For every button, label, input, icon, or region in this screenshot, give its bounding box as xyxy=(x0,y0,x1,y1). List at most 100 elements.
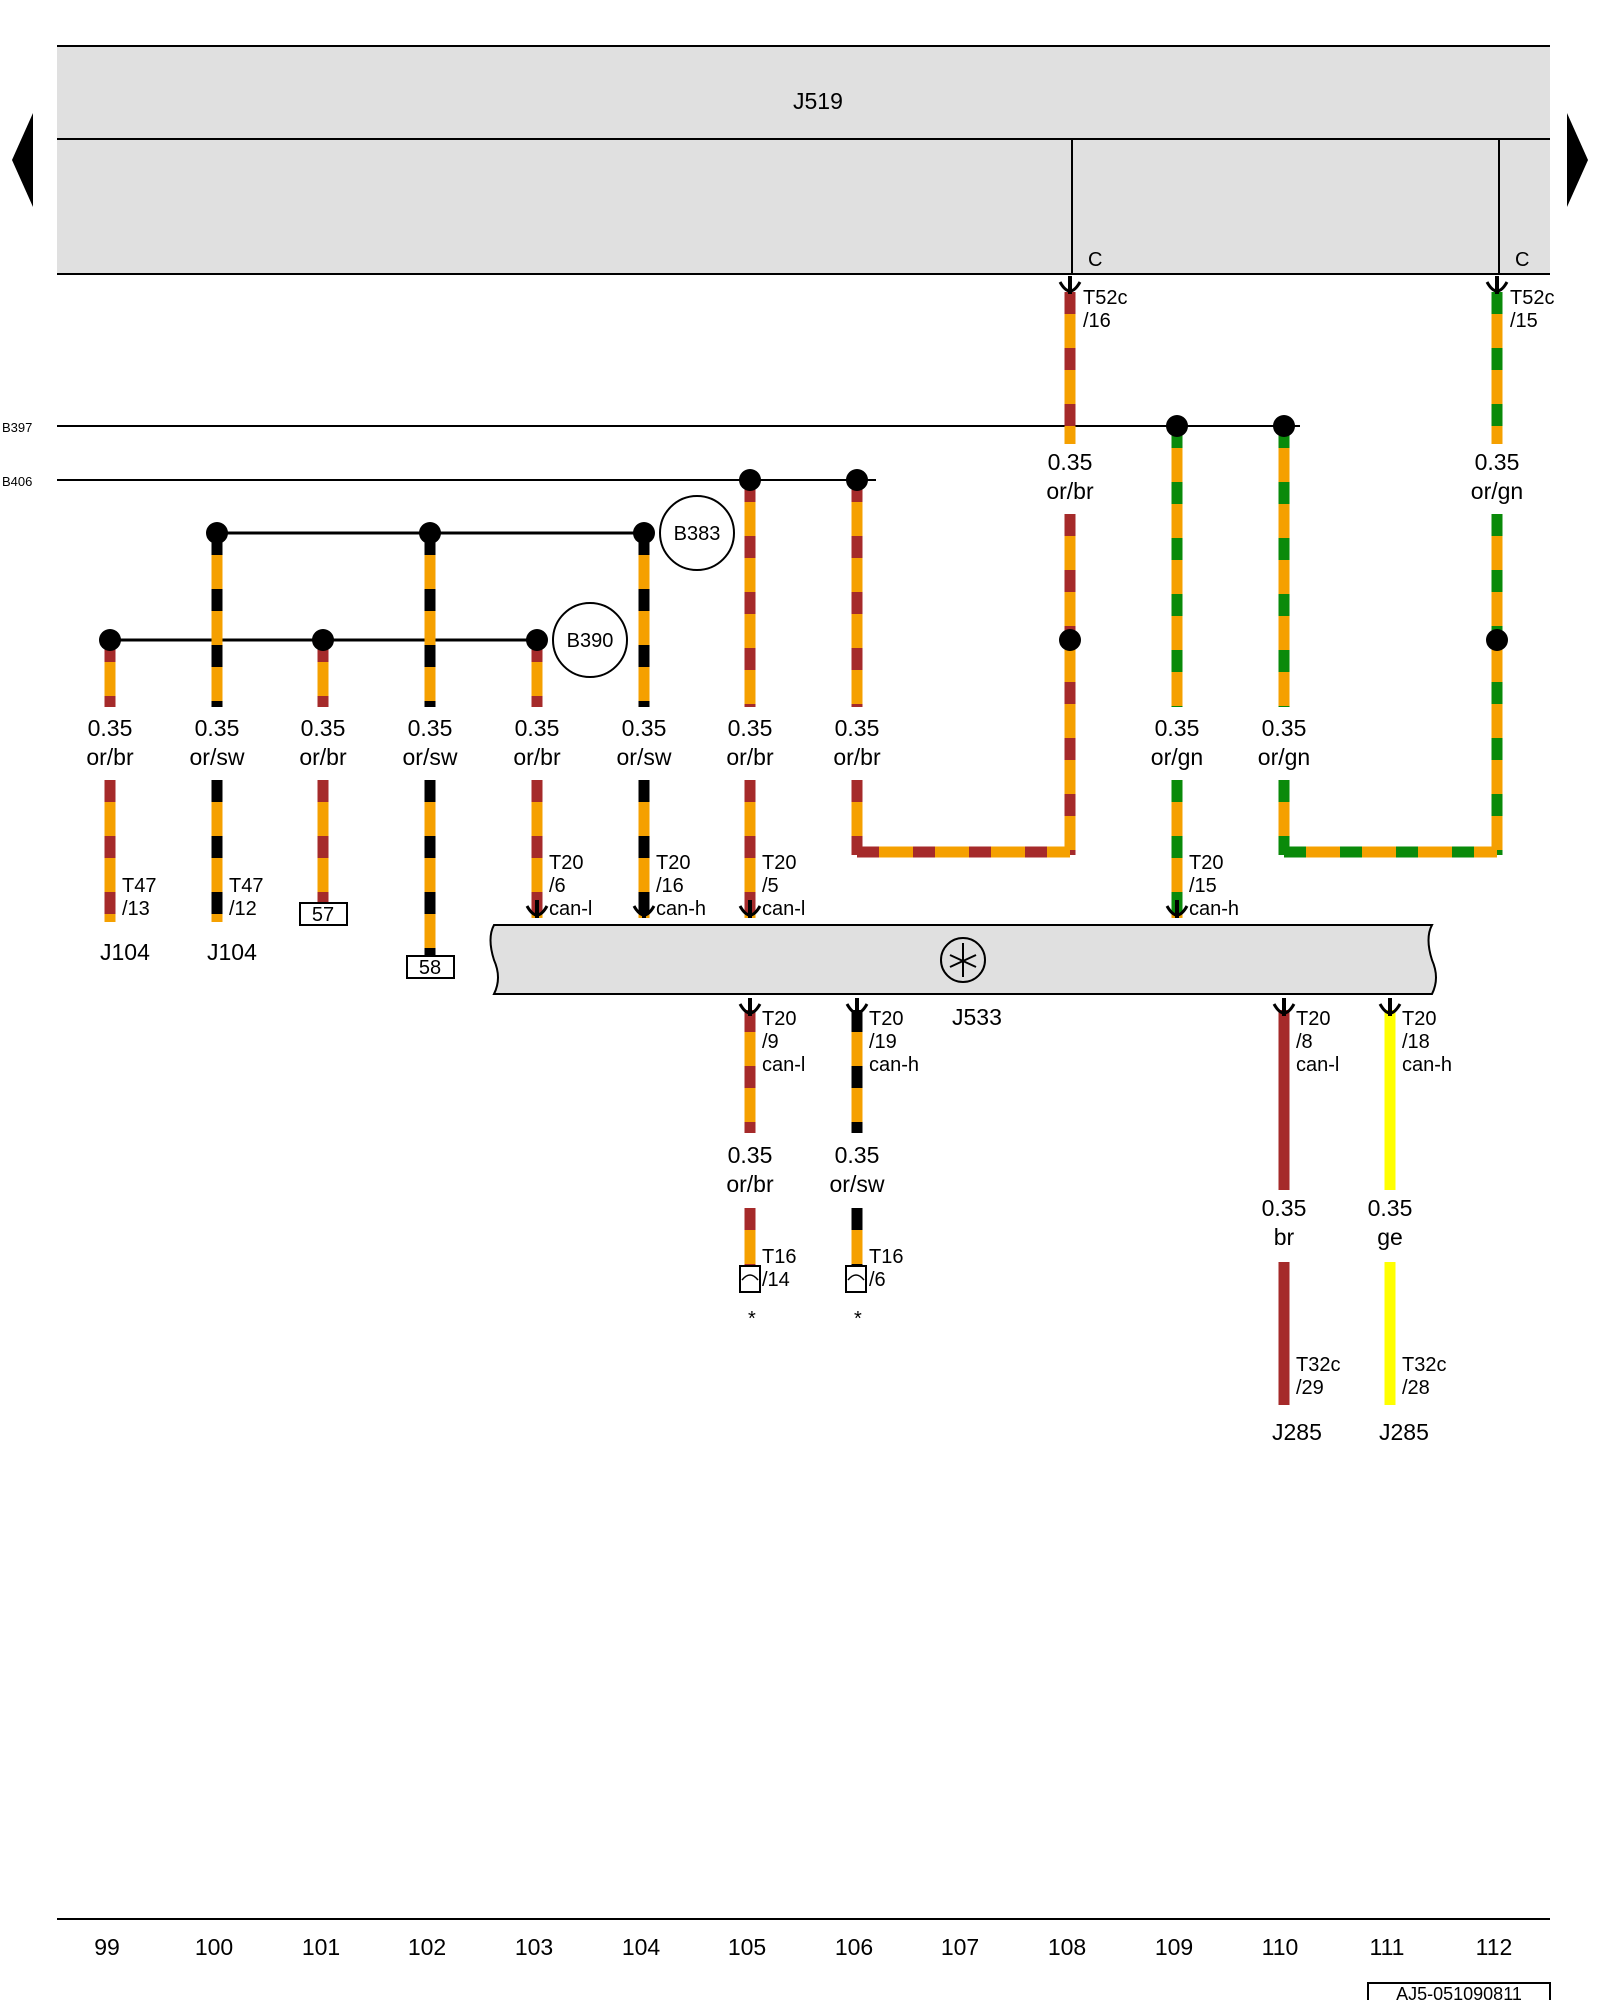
gateway-symbol-icon xyxy=(940,937,986,983)
j519-panel xyxy=(57,46,1550,274)
wire-w104-color-code: or/sw xyxy=(617,744,672,770)
pin-label-p100: T47 xyxy=(229,875,263,897)
pin-label-p106c: /6 xyxy=(869,1269,886,1291)
pin-label-p110c: /29 xyxy=(1296,1377,1324,1399)
column-number: 112 xyxy=(1476,1934,1513,1960)
pin-label-p103: can-l xyxy=(549,898,592,920)
wire-w108-color-code: or/br xyxy=(1046,478,1094,504)
bus-label-b406: B406 xyxy=(2,474,32,489)
splice-label-b390: B390 xyxy=(567,630,614,652)
splice-circle-b390 xyxy=(552,602,628,678)
column-number: 108 xyxy=(1048,1934,1086,1960)
wire-w100-gauge: 0.35 xyxy=(195,715,240,741)
splice-node xyxy=(633,522,655,544)
splice-node xyxy=(206,522,228,544)
pin-label-p104: /16 xyxy=(656,875,684,897)
terminal-label-57: 57 xyxy=(312,904,334,926)
splice-node xyxy=(739,469,761,491)
j533-label: J533 xyxy=(952,1004,1002,1030)
pin-label-p105b: /9 xyxy=(762,1031,779,1053)
column-number: 102 xyxy=(408,1934,446,1960)
column-number: 103 xyxy=(515,1934,553,1960)
wire-w109-color-code: or/gn xyxy=(1151,744,1203,770)
doc-id-box xyxy=(1367,1982,1551,2000)
pin-label-p104: can-h xyxy=(656,898,706,920)
pin-label-p105: T20 xyxy=(762,852,796,874)
pin-label-p112: /15 xyxy=(1510,310,1538,332)
pin-label-p111b: /18 xyxy=(1402,1031,1430,1053)
pin-label-p103: T20 xyxy=(549,852,583,874)
splice-node xyxy=(419,522,441,544)
pin-label-p109: can-h xyxy=(1189,898,1239,920)
pin-label-p112: T52c xyxy=(1510,287,1554,309)
j285-label: J285 xyxy=(1379,1419,1429,1445)
wire-w110b-color-code: br xyxy=(1274,1224,1295,1250)
j104-label: J104 xyxy=(100,939,150,965)
pin-label-p109: /15 xyxy=(1189,875,1217,897)
next-page-arrow-icon[interactable] xyxy=(1567,113,1588,207)
wire-w105b-gauge: 0.35 xyxy=(728,1142,773,1168)
splice-node xyxy=(526,629,548,651)
column-number: 105 xyxy=(728,1934,766,1960)
splice-node xyxy=(1486,629,1508,651)
splice-node xyxy=(1166,415,1188,437)
pin-label-p110b: T20 xyxy=(1296,1008,1330,1030)
wire-w105-color-code: or/br xyxy=(726,744,774,770)
wire-w100-color-code: or/sw xyxy=(190,744,245,770)
wire-w112-gauge: 0.35 xyxy=(1475,449,1520,475)
pin-label-p105b: T20 xyxy=(762,1008,796,1030)
wire-w106-color-code: or/br xyxy=(833,744,881,770)
wire-w103-color-code: or/br xyxy=(513,744,561,770)
wire-w102-color-code: or/sw xyxy=(403,744,458,770)
pin-label-p106c: T16 xyxy=(869,1246,903,1268)
splice-node xyxy=(1273,415,1295,437)
pin-label-p105c: /14 xyxy=(762,1269,790,1291)
pin-label-p111c: /28 xyxy=(1402,1377,1430,1399)
j285-label: J285 xyxy=(1272,1419,1322,1445)
pin-label-p105: can-l xyxy=(762,898,805,920)
diagnostic-socket-icon xyxy=(845,1265,867,1293)
pin-label-p99: T47 xyxy=(122,875,156,897)
pin-label-p110b: can-l xyxy=(1296,1054,1339,1076)
column-number: 99 xyxy=(94,1934,120,1960)
splice-node xyxy=(1059,629,1081,651)
wire-w106-gauge: 0.35 xyxy=(835,715,880,741)
pin-label-p110c: T32c xyxy=(1296,1354,1340,1376)
pin-label-p111c: T32c xyxy=(1402,1354,1446,1376)
wire-w106b-color-code: or/sw xyxy=(830,1171,885,1197)
asterisk-note: * xyxy=(748,1308,756,1330)
column-number: 110 xyxy=(1262,1934,1299,1960)
column-number: 101 xyxy=(302,1934,340,1960)
terminal-box-57 xyxy=(299,902,348,926)
pin-label-p99: /13 xyxy=(122,898,150,920)
j519-label: J519 xyxy=(793,88,843,114)
pin-label-p106b: /19 xyxy=(869,1031,897,1053)
column-number: 100 xyxy=(195,1934,233,1960)
wire-w102-gauge: 0.35 xyxy=(408,715,453,741)
splice-circle-b383 xyxy=(659,495,735,571)
splice-node xyxy=(312,629,334,651)
pin-label-p109: T20 xyxy=(1189,852,1223,874)
wire-w105b-color-code: or/br xyxy=(726,1171,774,1197)
wire-w101-color-code: or/br xyxy=(299,744,347,770)
pin-label-p104: T20 xyxy=(656,852,690,874)
splice-node xyxy=(846,469,868,491)
wire-w99-color-code: or/br xyxy=(86,744,134,770)
wire-w103-gauge: 0.35 xyxy=(515,715,560,741)
j104-label: J104 xyxy=(207,939,257,965)
wire-w111b-gauge: 0.35 xyxy=(1368,1195,1413,1221)
terminal-label-58: 58 xyxy=(419,957,441,979)
wire-w112-color-code: or/gn xyxy=(1471,478,1523,504)
wire-w108-gauge: 0.35 xyxy=(1048,449,1093,475)
wire-w110-gauge: 0.35 xyxy=(1262,715,1307,741)
pin-label-p106b: can-h xyxy=(869,1054,919,1076)
prev-page-arrow-icon[interactable] xyxy=(12,113,33,207)
pin-label-p105c: T16 xyxy=(762,1246,796,1268)
pin-label-p105b: can-l xyxy=(762,1054,805,1076)
splice-label-b383: B383 xyxy=(674,523,721,545)
pin-label-p111b: T20 xyxy=(1402,1008,1436,1030)
wire-w106b-gauge: 0.35 xyxy=(835,1142,880,1168)
bus-label-b397: B397 xyxy=(2,420,32,435)
pin-label-p103: /6 xyxy=(549,875,566,897)
pin-label-p108: /16 xyxy=(1083,310,1111,332)
